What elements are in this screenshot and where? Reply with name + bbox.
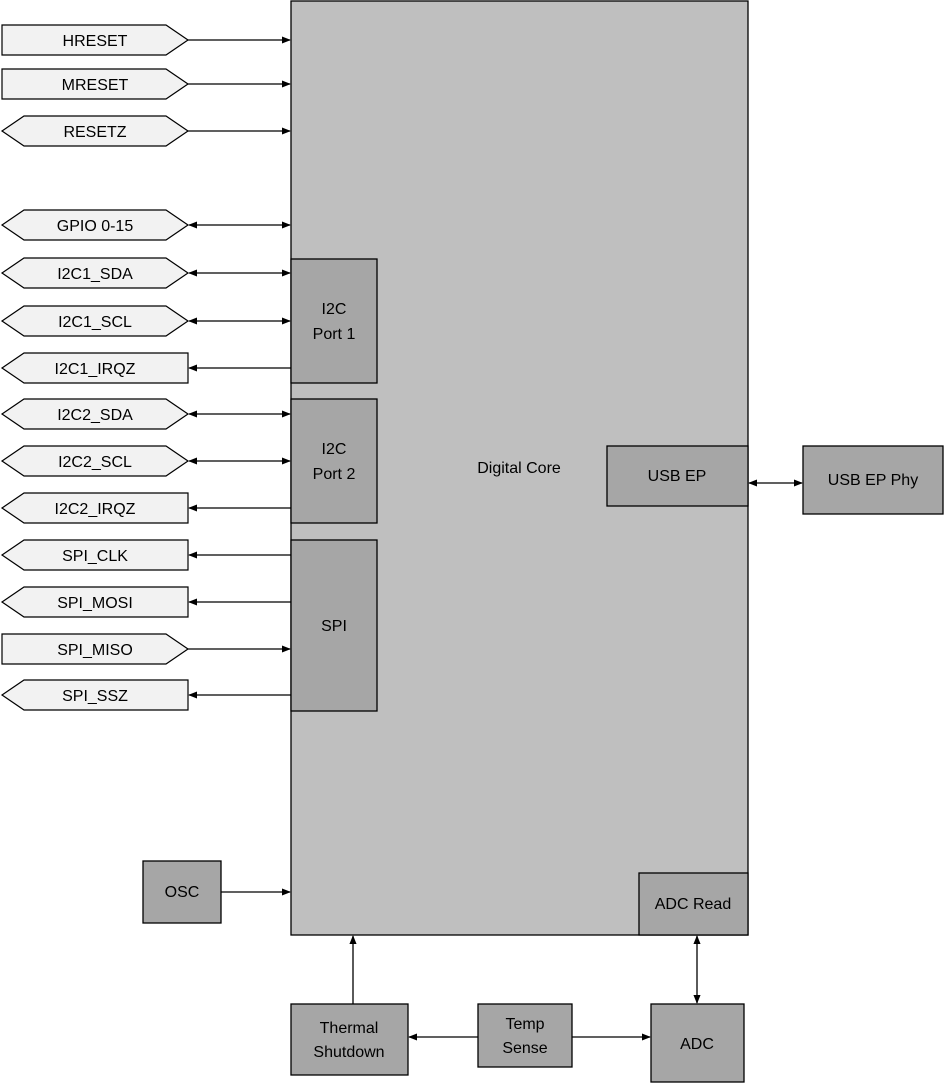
usb-ep-phy-label: USB EP Phy [828, 472, 918, 489]
pin-i2c2-irqz-connector [0, 492, 189, 524]
i2c-port2-line2: Port 2 [313, 466, 356, 483]
adc-read-block: ADC Read [638, 872, 749, 936]
pin-i2c2-irqz-label: I2C2_IRQZ [55, 501, 136, 518]
pin-hreset-label: HRESET [63, 33, 128, 50]
pin-i2c1-scl-connector [0, 305, 190, 337]
pin-spi-miso-connector [1, 633, 190, 665]
thermal-line1: Thermal [320, 1020, 379, 1037]
thermal-line2: Shutdown [313, 1044, 384, 1061]
pin-gpio-connector [0, 209, 190, 241]
pin-i2c1-scl-label: I2C1_SCL [58, 314, 132, 331]
pin-spi-clk-label: SPI_CLK [62, 548, 128, 565]
osc-block: OSC [142, 860, 222, 924]
temp-line2: Sense [502, 1040, 547, 1057]
pin-spi-mosi-connector [0, 586, 189, 618]
i2c-port2-block: I2C Port 2 [290, 398, 378, 524]
pin-resetz-label: RESETZ [63, 124, 126, 141]
digital-core-label: Digital Core [477, 460, 561, 477]
usb-ep-phy-block: USB EP Phy [802, 445, 944, 515]
pin-i2c2-sda-connector [0, 398, 190, 430]
thermal-shutdown-block: Thermal Shutdown [290, 1003, 409, 1076]
pin-spi-clk-connector [0, 539, 189, 571]
adc-label: ADC [680, 1036, 714, 1053]
pin-hreset-connector [1, 24, 190, 56]
pin-i2c1-sda-connector [0, 257, 190, 289]
pin-i2c2-sda-label: I2C2_SDA [57, 407, 133, 424]
pin-mreset-connector [1, 68, 190, 100]
adc-read-label: ADC Read [655, 896, 731, 913]
temp-line1: Temp [505, 1016, 544, 1033]
spi-block: SPI [290, 539, 378, 712]
pin-i2c1-sda-label: I2C1_SDA [57, 266, 133, 283]
pin-spi-mosi-label: SPI_MOSI [57, 595, 133, 612]
pin-spi-ssz-connector [0, 679, 189, 711]
adc-block: ADC [650, 1003, 745, 1083]
osc-label: OSC [165, 884, 200, 901]
pin-gpio-label: GPIO 0-15 [57, 218, 134, 235]
pin-spi-ssz-label: SPI_SSZ [62, 688, 128, 705]
i2c-port1-line2: Port 1 [313, 326, 356, 343]
pin-i2c2-scl-connector [0, 445, 190, 477]
pin-i2c2-scl-label: I2C2_SCL [58, 454, 132, 471]
pin-spi-miso-label: SPI_MISO [57, 642, 133, 659]
pin-mreset-label: MRESET [62, 77, 129, 94]
usb-ep-block: USB EP [606, 445, 749, 507]
pin-i2c1-irqz-label: I2C1_IRQZ [55, 361, 136, 378]
usb-ep-label: USB EP [648, 468, 707, 485]
i2c-port1-block: I2C Port 1 [290, 258, 378, 384]
temp-sense-block: Temp Sense [477, 1003, 573, 1068]
pin-resetz-connector [0, 115, 190, 147]
spi-block-label: SPI [321, 618, 347, 635]
i2c-port2-line1: I2C [322, 441, 347, 458]
pin-i2c1-irqz-connector [0, 352, 189, 384]
i2c-port1-line1: I2C [322, 301, 347, 318]
